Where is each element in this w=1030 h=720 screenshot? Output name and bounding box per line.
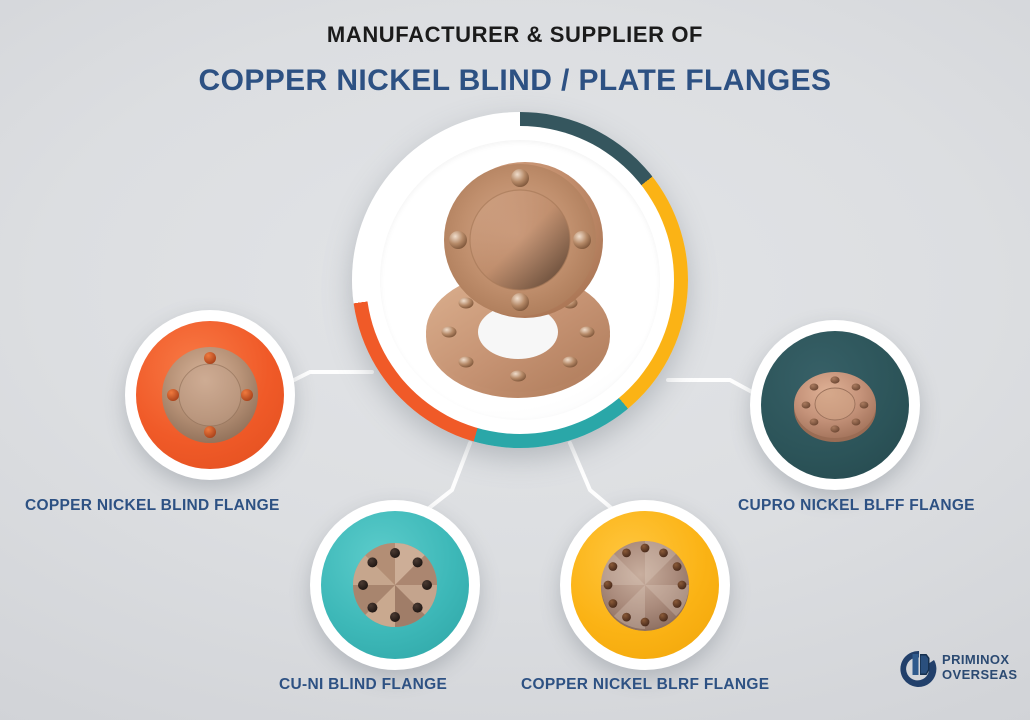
product-label-right: CUPRO NICKEL BLFF FLANGE xyxy=(738,497,975,514)
product-node-left[interactable] xyxy=(125,310,295,480)
product-node-bottom-left[interactable] xyxy=(310,500,480,670)
flange-photo-bottom-left xyxy=(352,542,438,628)
product-node-right[interactable] xyxy=(750,320,920,490)
header-eyebrow: MANUFACTURER & SUPPLIER OF xyxy=(326,22,704,47)
product-label-bottom-left: CU-NI BLIND FLANGE xyxy=(279,676,448,693)
priminox-circle-mark xyxy=(900,650,937,687)
connector-to-bottom-right xyxy=(568,441,618,514)
flange-photo-left xyxy=(161,346,259,444)
central-flange-photo xyxy=(426,162,610,398)
logo-wordmark: PRIMINOX OVERSEAS xyxy=(942,652,1018,682)
logo-line-2: OVERSEAS xyxy=(942,666,1018,682)
connector-to-left xyxy=(284,370,374,386)
company-logo[interactable]: PRIMINOX OVERSEAS xyxy=(898,648,1024,700)
product-node-bottom-right[interactable] xyxy=(560,500,730,670)
product-label-bottom-right: COPPER NICKEL BLRF FLANGE xyxy=(521,676,770,693)
page-header: MANUFACTURER & SUPPLIER OF COPPER NICKEL… xyxy=(0,0,1030,98)
product-label-left: COPPER NICKEL BLIND FLANGE xyxy=(25,497,280,514)
connector-to-right xyxy=(666,378,754,394)
flange-photo-bottom-right xyxy=(599,539,691,631)
central-hub xyxy=(352,112,688,448)
connector-to-bottom-left xyxy=(422,441,472,514)
logo-line-1: PRIMINOX xyxy=(942,652,1010,667)
flange-photo-right xyxy=(793,363,877,447)
page-title: COPPER NICKEL BLIND / PLATE FLANGES xyxy=(198,64,832,97)
hub-photo-area xyxy=(380,140,660,420)
blind-flange-upright xyxy=(444,162,603,318)
